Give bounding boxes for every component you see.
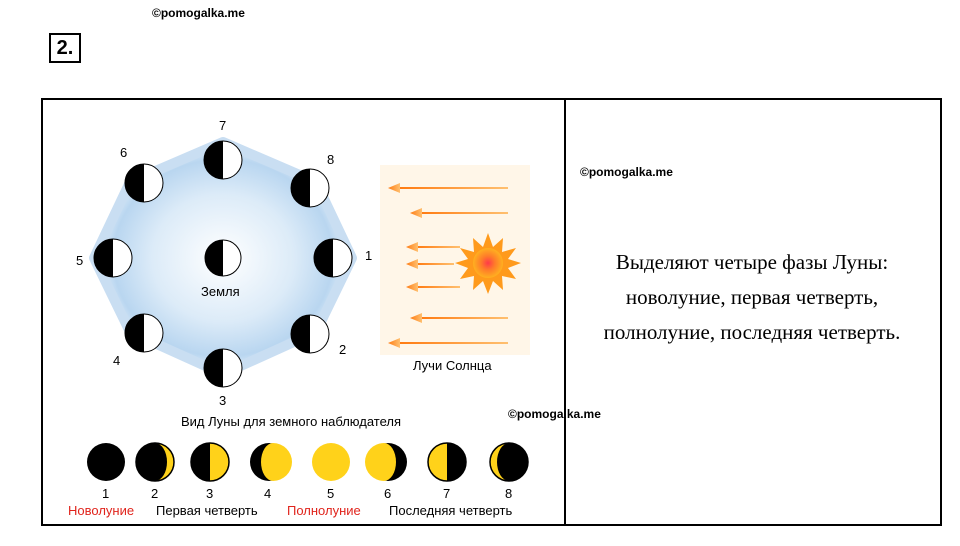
phase-number: 7 bbox=[443, 486, 451, 501]
phase-name-full-moon: Полнолуние bbox=[287, 503, 361, 518]
phase-6-waning-gibbous bbox=[365, 443, 407, 481]
phase-2-waxing-crescent bbox=[135, 442, 175, 482]
view-caption: Вид Луны для земного наблюдателя bbox=[181, 414, 402, 429]
orbit-label-8: 8 bbox=[327, 152, 335, 167]
phase-number: 4 bbox=[264, 486, 272, 501]
arrow-icon bbox=[406, 242, 460, 252]
arrow-icon bbox=[388, 183, 508, 193]
arrow-icon bbox=[406, 282, 460, 292]
phase-number: 6 bbox=[384, 486, 392, 501]
sun-rays-label: Лучи Солнца bbox=[413, 358, 492, 373]
watermark: ©pomogalka.me bbox=[580, 165, 673, 179]
phase-3-first-quarter bbox=[190, 442, 230, 482]
phase-5-full-moon bbox=[312, 443, 350, 481]
orbit-label-1: 1 bbox=[365, 248, 373, 263]
phase-7-last-quarter bbox=[427, 442, 467, 482]
arrow-icon bbox=[406, 259, 454, 269]
phase-8-waning-crescent bbox=[489, 442, 529, 482]
orbit-moon-1 bbox=[313, 238, 353, 278]
frame-divider bbox=[564, 98, 566, 526]
phase-number: 3 bbox=[206, 486, 214, 501]
orbit-label-5: 5 bbox=[76, 253, 84, 268]
content-frame bbox=[41, 98, 942, 526]
orbit-moon-2 bbox=[290, 314, 330, 354]
phase-name-first-quarter: Первая четверть bbox=[156, 503, 258, 518]
earth-label: Земля bbox=[201, 284, 240, 299]
description-line: новолуние, первая четверть, bbox=[625, 285, 879, 309]
task-number: 2. bbox=[49, 33, 81, 63]
orbit-label-3: 3 bbox=[219, 393, 227, 408]
sun-ray-arrows bbox=[388, 183, 508, 348]
orbit-label-2: 2 bbox=[339, 342, 347, 357]
orbit-moon-4 bbox=[124, 313, 164, 353]
description: Выделяют четыре фазы Луны: новолуние, пе… bbox=[572, 245, 932, 350]
arrow-icon bbox=[410, 313, 508, 323]
watermark: ©pomogalka.me bbox=[152, 6, 245, 20]
orbit-label-7: 7 bbox=[219, 118, 227, 133]
phase-number: 1 bbox=[102, 486, 110, 501]
phase-number: 8 bbox=[505, 486, 513, 501]
phase-1-new-moon bbox=[87, 443, 125, 481]
phase-number: 5 bbox=[327, 486, 335, 501]
sun-icon bbox=[455, 233, 521, 294]
arrow-icon bbox=[388, 338, 508, 348]
watermark: ©pomogalka.me bbox=[508, 407, 601, 421]
orbit-moon-5 bbox=[93, 238, 133, 278]
phase-4-waxing-gibbous bbox=[250, 443, 292, 481]
earth-icon bbox=[204, 239, 242, 277]
orbit-moon-8 bbox=[290, 168, 330, 208]
orbit-moon-7 bbox=[203, 140, 243, 180]
orbit-label-4: 4 bbox=[113, 353, 121, 368]
phase-name-new-moon: Новолуние bbox=[68, 503, 135, 518]
phase-number: 2 bbox=[151, 486, 159, 501]
description-line: Выделяют четыре фазы Луны: bbox=[615, 250, 889, 274]
description-line: полнолуние, последняя четверть. bbox=[603, 320, 901, 344]
orbit-label-6: 6 bbox=[120, 145, 128, 160]
arrow-icon bbox=[410, 208, 508, 218]
orbit-moon-6 bbox=[124, 163, 164, 203]
phase-name-last-quarter: Последняя четверть bbox=[389, 503, 513, 518]
orbit-moon-3 bbox=[203, 348, 243, 388]
